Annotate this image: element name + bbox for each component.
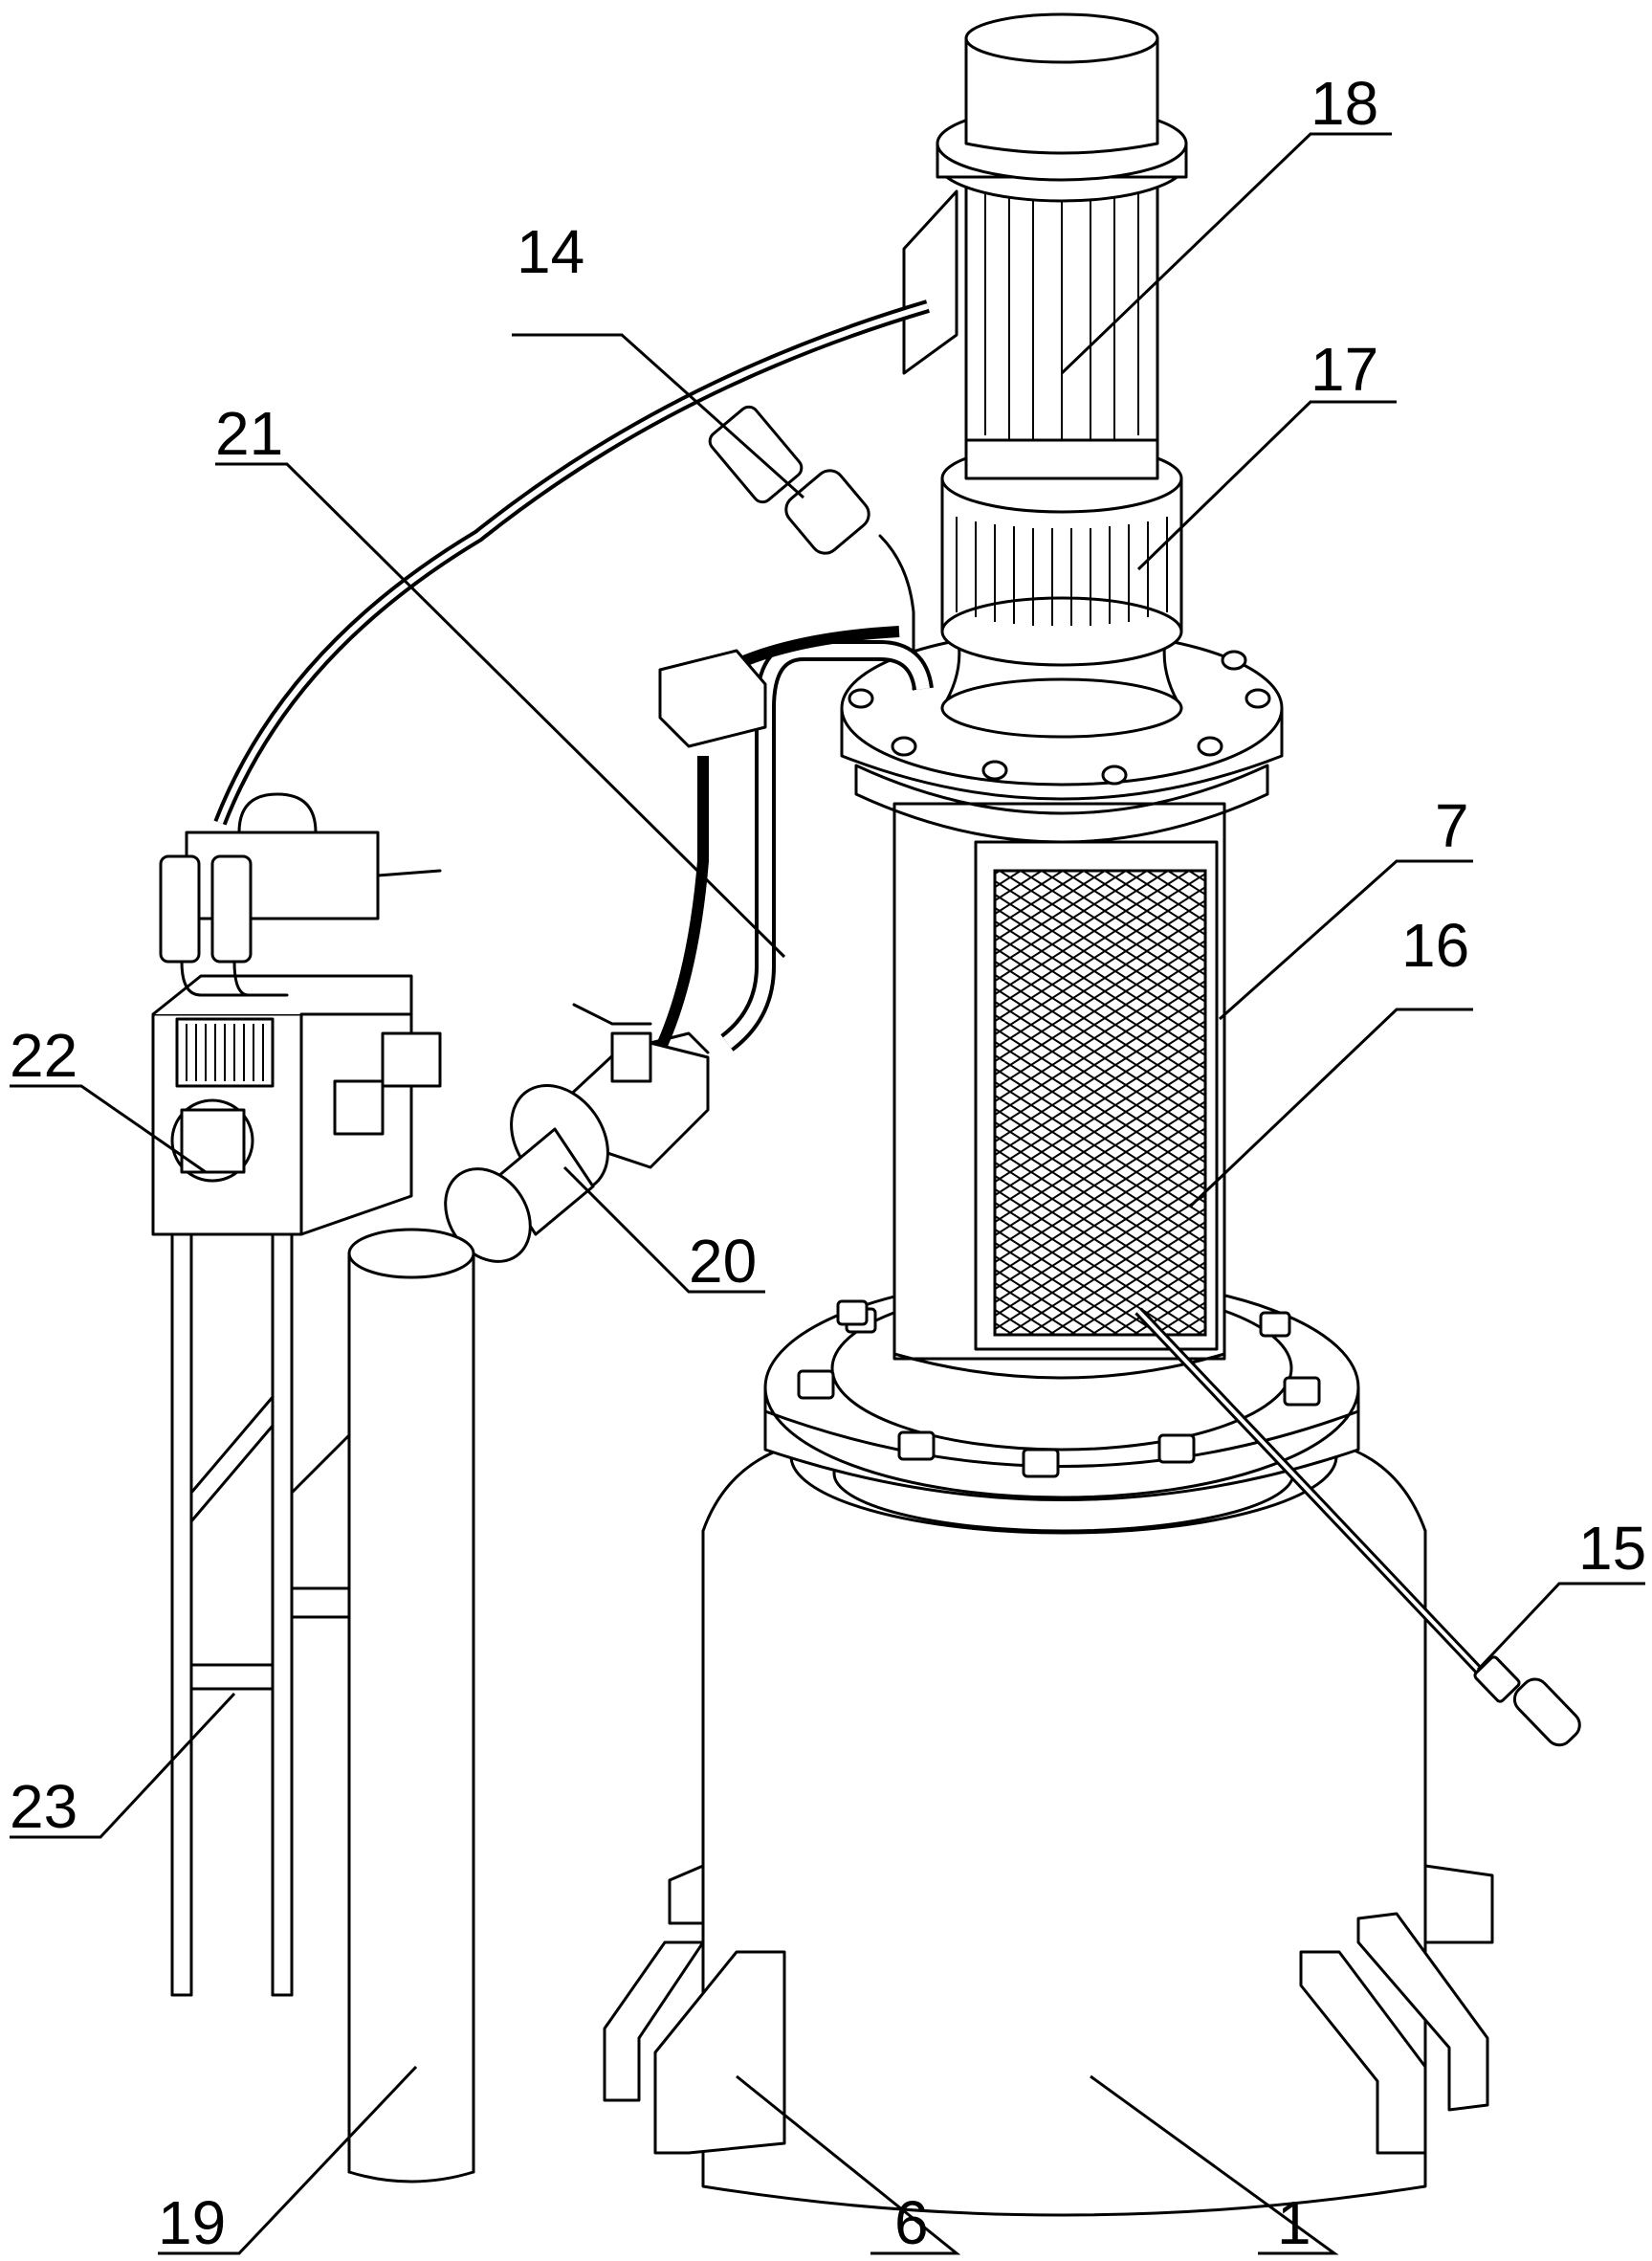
part-labels: 18 17 14 21 7 16 20 15 22 23 19 6 1 <box>10 69 1646 2257</box>
main-cylinder <box>892 802 1226 1380</box>
label-22: 22 <box>10 1021 77 1090</box>
label-23: 23 <box>10 1772 77 1841</box>
label-14: 14 <box>517 217 584 286</box>
cable-14 <box>213 299 930 826</box>
sensor-head <box>159 792 442 997</box>
label-15: 15 <box>1578 1514 1646 1583</box>
label-18: 18 <box>1311 69 1378 138</box>
coupling-housing <box>940 438 1183 739</box>
label-1: 1 <box>1277 2188 1311 2257</box>
label-21: 21 <box>215 399 283 468</box>
label-7: 7 <box>1435 791 1469 860</box>
pipe-19 <box>347 1228 475 2183</box>
label-6: 6 <box>894 2188 929 2257</box>
motor <box>902 12 1188 442</box>
label-19: 19 <box>158 2188 226 2257</box>
label-17: 17 <box>1311 335 1378 404</box>
probe-rod-15 <box>1134 1307 1581 1747</box>
support-feet <box>603 1912 1489 2155</box>
valve-pump-20 <box>444 1003 710 1263</box>
base-body <box>668 1378 1494 2217</box>
flange-bolts <box>797 1299 1321 1478</box>
support-frame-23 <box>170 1232 351 1997</box>
label-16: 16 <box>1401 911 1469 980</box>
leader-lines <box>10 132 1645 2255</box>
label-20: 20 <box>689 1227 757 1296</box>
control-box-22 <box>151 974 442 1236</box>
